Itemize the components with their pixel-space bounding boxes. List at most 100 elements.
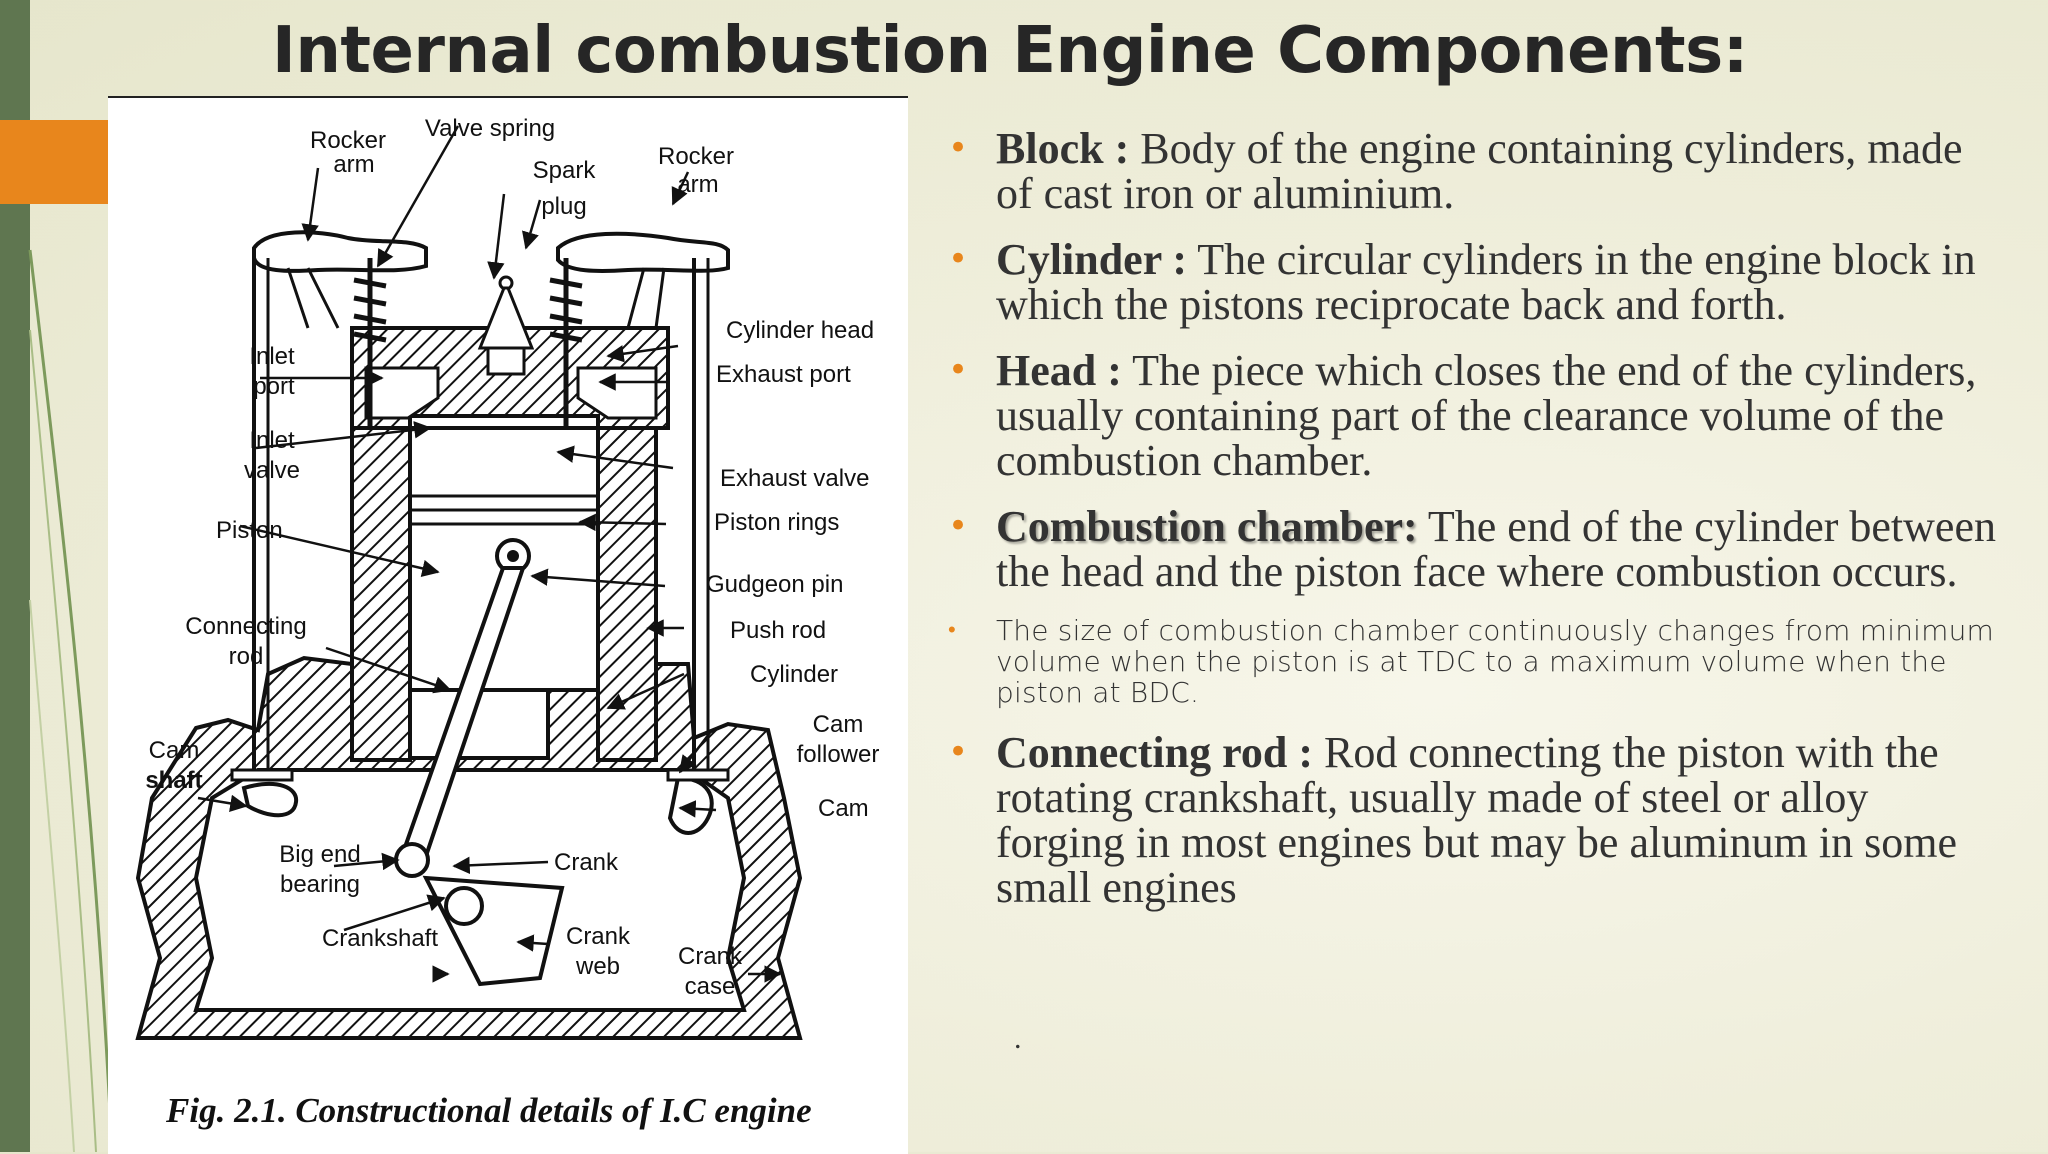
bullet-block: Block : Body of the engine containing cy… bbox=[944, 126, 2004, 216]
label-cam: Cam bbox=[818, 795, 869, 822]
label-inlet-valve-2: valve bbox=[244, 457, 300, 484]
label-cam-follower-1: Cam bbox=[813, 711, 864, 738]
svg-text:Cylinder: Cylinder bbox=[750, 661, 838, 688]
svg-text:Crank: Crank bbox=[554, 849, 619, 876]
label-cam-follower-2: follower bbox=[797, 741, 880, 768]
cylinder-wall-right bbox=[596, 414, 658, 762]
svg-text:shaft: shaft bbox=[145, 767, 202, 794]
term-connecting-rod: Connecting rod : bbox=[996, 728, 1313, 777]
label-crank-case-2: case bbox=[685, 973, 736, 1000]
label-crank-web-2: web bbox=[575, 953, 620, 980]
svg-text:Crank: Crank bbox=[566, 923, 631, 950]
label-crank-case-1: Crank bbox=[678, 943, 743, 970]
orange-accent-tab bbox=[0, 120, 108, 204]
label-valve-spring: Valve spring bbox=[425, 115, 555, 142]
svg-text:case: case bbox=[685, 973, 736, 1000]
svg-text:Big end: Big end bbox=[279, 841, 360, 868]
svg-text:Exhaust valve: Exhaust valve bbox=[720, 465, 869, 492]
svg-text:valve: valve bbox=[244, 457, 300, 484]
label-push-rod: Push rod bbox=[730, 617, 826, 644]
svg-text:Inlet: Inlet bbox=[249, 427, 295, 454]
svg-text:follower: follower bbox=[797, 741, 880, 768]
slide-title: Internal combustion Engine Components: bbox=[272, 14, 1748, 88]
engine-diagram: Rocker arm Valve spring Spark plug Rocke… bbox=[135, 115, 879, 1040]
term-block: Block : bbox=[996, 124, 1130, 173]
bullet-head: Head : The piece which closes the end of… bbox=[944, 348, 2004, 483]
svg-text:Gudgeon pin: Gudgeon pin bbox=[706, 571, 843, 598]
svg-text:Inlet: Inlet bbox=[249, 343, 295, 370]
svg-text:Piston rings: Piston rings bbox=[714, 509, 839, 536]
svg-text:Exhaust port: Exhaust port bbox=[716, 361, 851, 388]
desc-head: The piece which closes the end of the cy… bbox=[996, 346, 1977, 485]
label-big-end-bearing-1: Big end bbox=[279, 841, 360, 868]
valve-spring-left bbox=[353, 258, 387, 428]
desc-cylinder: The circular cylinders in the engine blo… bbox=[996, 235, 1976, 329]
term-head: Head : bbox=[996, 346, 1122, 395]
spark-plug-shape bbox=[477, 275, 535, 376]
label-exhaust-port: Exhaust port bbox=[716, 361, 851, 388]
label-cam-shaft-2: shaft bbox=[145, 767, 202, 794]
svg-text:Spark: Spark bbox=[533, 157, 597, 184]
label-rocker-arm-right-2: arm bbox=[677, 171, 718, 198]
desc-combustion-size-note: The size of combustion chamber continuou… bbox=[996, 614, 1995, 709]
label-rocker-arm-left-1: Rocker bbox=[310, 127, 386, 154]
label-rocker-arm-right-1: Rocker bbox=[658, 143, 734, 170]
bullet-combustion-size-note: The size of combustion chamber continuou… bbox=[944, 615, 2004, 708]
bullet-connecting-rod: Connecting rod : Rod connecting the pist… bbox=[944, 730, 2004, 910]
svg-text:port: port bbox=[253, 373, 295, 400]
svg-text:rod: rod bbox=[229, 643, 264, 670]
decorative-swoosh bbox=[28, 249, 114, 1152]
label-inlet-port-2: port bbox=[253, 373, 295, 400]
cam-right-shape bbox=[667, 775, 714, 835]
svg-text:Valve spring: Valve spring bbox=[425, 115, 555, 142]
svg-text:Cylinder head: Cylinder head bbox=[726, 317, 874, 344]
term-combustion-chamber: Combustion chamber: bbox=[996, 502, 1418, 551]
desc-connecting-rod: Rod connecting the piston with the rotat… bbox=[996, 728, 1957, 912]
trailing-dot: . bbox=[1014, 1022, 1022, 1055]
svg-text:Crankshaft: Crankshaft bbox=[322, 925, 438, 952]
label-piston-rings: Piston rings bbox=[714, 509, 839, 536]
label-big-end-bearing-2: bearing bbox=[280, 871, 360, 898]
label-piston: Piston bbox=[216, 517, 283, 544]
svg-text:arm: arm bbox=[333, 151, 374, 178]
label-gudgeon-pin: Gudgeon pin bbox=[706, 571, 843, 598]
bullet-combustion-chamber: Combustion chamber: The end of the cylin… bbox=[944, 504, 2004, 594]
label-cylinder-head: Cylinder head bbox=[726, 317, 874, 344]
desc-block: Body of the engine containing cylinders,… bbox=[996, 124, 1963, 218]
rocker-arm-right-shape bbox=[556, 231, 730, 273]
label-spark-plug-1: Spark bbox=[533, 157, 597, 184]
component-list: Block : Body of the engine containing cy… bbox=[944, 126, 2004, 931]
svg-text:Rocker: Rocker bbox=[310, 127, 386, 154]
label-inlet-port-1: Inlet bbox=[249, 343, 295, 370]
svg-text:Rocker: Rocker bbox=[658, 143, 734, 170]
svg-text:arm: arm bbox=[677, 171, 718, 198]
label-spark-plug-2: plug bbox=[541, 193, 586, 220]
svg-text:Crank: Crank bbox=[678, 943, 743, 970]
svg-text:bearing: bearing bbox=[280, 871, 360, 898]
label-exhaust-valve: Exhaust valve bbox=[720, 465, 869, 492]
svg-text:plug: plug bbox=[541, 193, 586, 220]
svg-text:Piston: Piston bbox=[216, 517, 283, 544]
diagram-labels: Rocker arm Valve spring Spark plug Rocke… bbox=[145, 115, 879, 1000]
label-rocker-arm-left-2: arm bbox=[333, 151, 374, 178]
label-cam-shaft-1: Cam bbox=[149, 737, 200, 764]
svg-text:Connecting: Connecting bbox=[185, 613, 306, 640]
cam-left-shape bbox=[241, 782, 299, 818]
term-cylinder: Cylinder : bbox=[996, 235, 1188, 284]
valve-spring-right bbox=[549, 258, 583, 436]
label-cylinder: Cylinder bbox=[750, 661, 838, 688]
svg-text:Cam: Cam bbox=[813, 711, 864, 738]
label-connecting-rod-1: Connecting bbox=[185, 613, 306, 640]
svg-text:Cam: Cam bbox=[149, 737, 200, 764]
label-connecting-rod-2: rod bbox=[229, 643, 264, 670]
label-crank-web-1: Crank bbox=[566, 923, 631, 950]
svg-text:Push rod: Push rod bbox=[730, 617, 826, 644]
svg-text:web: web bbox=[575, 953, 620, 980]
svg-text:Cam: Cam bbox=[818, 795, 869, 822]
desc-combustion-chamber: The end of the cylinder between the head… bbox=[996, 502, 1996, 596]
label-inlet-valve-1: Inlet bbox=[249, 427, 295, 454]
cylinder-wall-left bbox=[350, 414, 412, 762]
bullet-cylinder: Cylinder : The circular cylinders in the… bbox=[944, 237, 2004, 327]
rocker-arm-left-shape bbox=[252, 230, 428, 273]
label-crank: Crank bbox=[554, 849, 619, 876]
